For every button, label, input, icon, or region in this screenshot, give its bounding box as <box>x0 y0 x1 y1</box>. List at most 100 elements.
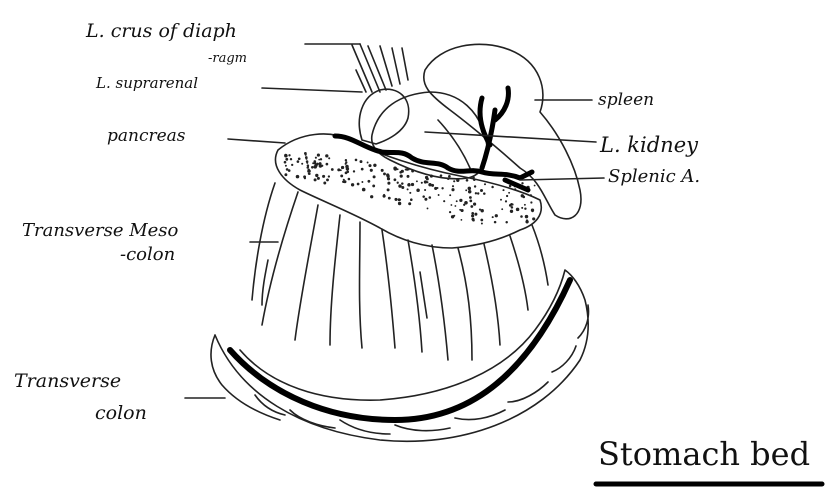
pancreas-dot <box>291 164 293 166</box>
pancreas-dot <box>341 166 344 169</box>
pancreas-dot <box>495 214 498 217</box>
pancreas-dot <box>319 162 322 165</box>
pancreas-dot <box>421 182 423 184</box>
pancreas-dot <box>345 159 347 161</box>
pancreas-dot <box>469 196 472 199</box>
pancreas-dot <box>393 167 397 171</box>
pancreas-dot <box>284 154 288 158</box>
pancreas-dot <box>285 158 288 161</box>
pancreas-dot <box>399 171 402 174</box>
pancreas-dot <box>346 170 349 173</box>
label-crus-line2: -ragm <box>208 52 247 65</box>
pancreas-dot <box>449 194 451 196</box>
pancreas-dot <box>422 195 425 198</box>
pancreas-dot <box>399 199 401 201</box>
pancreas-dot <box>464 201 468 205</box>
pancreas-dot <box>480 189 483 192</box>
pancreas-dot <box>307 166 309 168</box>
pancreas-dot <box>360 160 363 163</box>
pancreas-dot <box>353 170 355 172</box>
pancreas-dot <box>285 165 287 167</box>
pancreas-dot <box>411 183 414 186</box>
pancreas-dot <box>480 219 483 222</box>
pancreas-dot <box>481 209 484 212</box>
pancreas-dot <box>328 157 330 159</box>
pancreas-dot <box>453 180 455 182</box>
pancreas-dot <box>514 188 516 190</box>
pancreas-dot <box>453 215 455 217</box>
pancreas-dot <box>411 170 414 173</box>
pancreas-dot <box>325 154 328 157</box>
pancreas-dot <box>322 175 325 178</box>
pancreas-dot <box>525 215 528 218</box>
pancreas-dot <box>304 177 306 179</box>
pancreas-dot <box>475 192 477 194</box>
pancreas-dot <box>348 178 351 181</box>
pancreas-dot <box>387 188 390 191</box>
pancreas-dot <box>372 184 375 187</box>
pancreas-dot <box>314 178 317 181</box>
pancreas-dot <box>401 182 403 184</box>
diagram-caption: Stomach bed <box>598 438 810 470</box>
pancreas-dot <box>407 188 409 190</box>
pancreas-dot <box>410 198 413 201</box>
pancreas-dot <box>532 217 535 220</box>
pancreas-dot <box>307 169 311 173</box>
label-colon-line2: colon <box>95 404 147 423</box>
pancreas-dot <box>521 207 523 209</box>
pancreas-dot <box>491 186 493 188</box>
pancreas-dot <box>370 195 373 198</box>
pancreas-dot <box>317 177 320 180</box>
pancreas-dot <box>316 163 319 166</box>
pancreas-dot <box>320 158 322 160</box>
pancreas-dot <box>509 204 512 207</box>
label-mesocolon-line1: Transverse Meso <box>22 222 178 240</box>
pancreas-dot <box>461 209 464 212</box>
pancreas-dot <box>345 163 347 165</box>
pancreas-dot <box>530 194 532 196</box>
pancreas-dot <box>424 198 427 201</box>
pancreas-dot <box>484 183 486 185</box>
pancreas-dot <box>505 221 507 223</box>
pancreas-dot <box>521 194 524 197</box>
pancreas-dot <box>351 183 354 186</box>
pancreas-dot <box>452 185 454 187</box>
pancreas-dot <box>346 167 349 170</box>
pancreas-dot <box>305 154 307 156</box>
pancreas-dot <box>362 188 366 192</box>
pancreas-dot <box>468 187 472 191</box>
leader-suprarenal <box>262 88 362 92</box>
pancreas-dot <box>408 184 411 187</box>
pancreas-dot <box>367 162 369 164</box>
pancreas-dot <box>408 202 411 205</box>
suprarenal-shape <box>359 89 408 144</box>
pancreas-dot <box>387 182 390 185</box>
pancreas-dot <box>526 219 528 221</box>
pancreas-dot <box>461 219 463 221</box>
label-colon-line1: Transverse <box>14 372 121 391</box>
pancreas-dot <box>506 195 508 197</box>
pancreas-dot <box>381 169 384 172</box>
kidney-hilum-line <box>438 120 470 168</box>
pancreas-dot <box>430 175 433 178</box>
pancreas-dot <box>505 200 507 202</box>
pancreas-dot <box>511 203 513 205</box>
pancreas-dot <box>524 204 526 206</box>
label-splenic-artery: Splenic A. <box>608 168 700 186</box>
pancreas-dot <box>308 173 310 175</box>
pancreas-dot <box>471 218 474 221</box>
pancreas-dot <box>474 213 477 216</box>
pancreas-dot <box>315 174 318 177</box>
pancreas-dot <box>317 154 320 157</box>
pancreas-dot <box>388 197 391 200</box>
label-spleen: spleen <box>598 92 654 109</box>
pancreas-dot <box>450 204 452 206</box>
pancreas-dot <box>471 214 474 217</box>
pancreas-dot <box>383 195 386 198</box>
pancreas-dot <box>318 159 320 161</box>
crus-of-diaphragm-shape <box>352 44 408 92</box>
pancreas-dot <box>361 181 363 183</box>
pancreas-dot <box>355 159 358 162</box>
pancreas-dot <box>473 178 476 181</box>
pancreas-dot <box>534 185 536 187</box>
